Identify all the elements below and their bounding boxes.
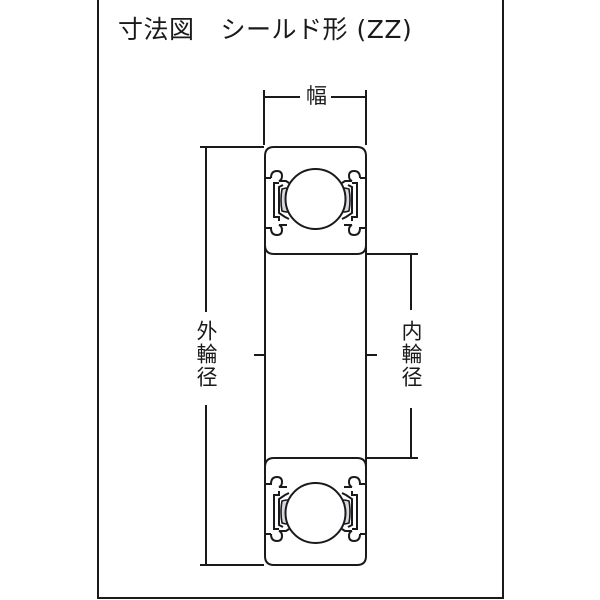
bearing-section-top <box>264 146 367 255</box>
title-type: シールド形 (ZZ) <box>220 15 413 44</box>
inner-diameter-dimension <box>366 253 418 459</box>
outer-diameter-dimension <box>200 146 264 566</box>
width-label: 幅 <box>302 86 331 107</box>
title-prefix: 寸法図 <box>118 15 195 44</box>
inner-diameter-label: 内輪径 <box>399 316 423 393</box>
outer-diameter-label: 外輪径 <box>194 316 218 393</box>
diagram-title: 寸法図シールド形 (ZZ) <box>118 10 412 46</box>
width-dimension <box>263 90 367 145</box>
diagram-frame <box>97 0 504 599</box>
bearing-section-bottom <box>264 457 367 566</box>
